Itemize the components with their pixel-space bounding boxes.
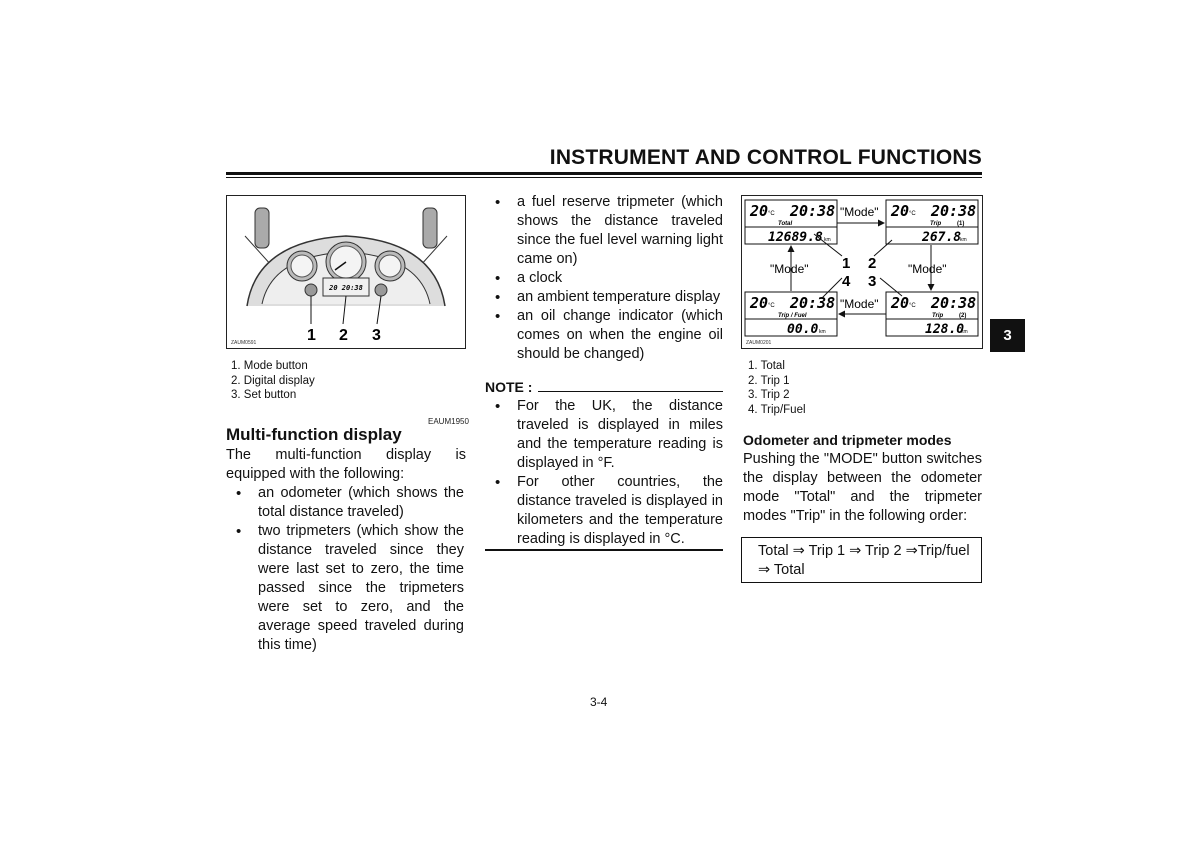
chapter-tab: 3 (990, 319, 1025, 352)
diagram-num-3: 3 (868, 273, 876, 290)
list-item: •an oil change indicator (which comes on… (495, 308, 723, 362)
temp-unit: °C (909, 303, 916, 309)
header-rule-thin (226, 177, 982, 178)
odometer-value: 12689.8 (768, 230, 823, 245)
note-list: •For the UK, the distance traveled is di… (485, 397, 723, 549)
lcd-panel-total: 20 °C 20:38 Total 12689.8 km (744, 199, 838, 245)
diagram-num-1: 1 (842, 255, 850, 272)
trip-value: 128.0 (925, 322, 964, 337)
clock-readout: 20:38 (930, 294, 976, 312)
clock-readout: 20:38 (789, 294, 835, 312)
trip-value: 267.8 (921, 230, 961, 245)
figure-right-captions: 1. Total 2. Trip 1 3. Trip 2 4. Trip/Fue… (748, 359, 806, 417)
unit-label: km (819, 329, 826, 335)
temp-unit: °C (909, 211, 916, 217)
trip-tag: (1) (957, 221, 964, 227)
figure-ref: ZAUM0591 (231, 340, 257, 346)
sequence-line: Total ⇒ Trip 1 ⇒ Trip 2 ⇒Trip/fuel (758, 543, 970, 559)
section-heading: Multi-function display (226, 425, 402, 444)
caption-item: 4. Trip/Fuel (748, 403, 806, 416)
diagram-num-2: 2 (868, 255, 876, 272)
temp-unit: °C (768, 303, 775, 309)
odometer-text: Pushing the "MODE" button switches the d… (743, 451, 982, 524)
clock-readout: 20:38 (789, 202, 835, 220)
unit-label: km (960, 237, 967, 243)
trip-fuel-value: 00.0 (787, 322, 818, 337)
feature-list-col1: •an odometer (which shows the total dist… (226, 484, 464, 655)
list-item: •two tripmeters (which show the distance… (236, 523, 464, 653)
mode-label-top: "Mode" (840, 205, 879, 219)
caption-item: 2. Digital display (231, 374, 315, 387)
sequence-line: ⇒ Total (758, 562, 805, 578)
mode-label: Total (778, 221, 792, 227)
callout-3: 3 (372, 327, 381, 344)
list-item: •For the UK, the distance traveled is di… (495, 398, 723, 471)
caption-item: 1. Total (748, 360, 785, 372)
page-number: 3-4 (590, 695, 608, 709)
mode-label: Trip / Fuel (778, 313, 807, 319)
callout-1: 1 (307, 327, 316, 344)
figure-ref: ZAUM0201 (746, 340, 772, 346)
diagram-num-4: 4 (842, 273, 851, 290)
list-item: •a clock (495, 270, 563, 287)
section-intro: The multi-function display is equipped w… (226, 447, 466, 482)
mode-sequence-box: Total ⇒ Trip 1 ⇒ Trip 2 ⇒Trip/fuel ⇒ Tot… (741, 537, 982, 583)
clock-readout: 20:38 (930, 202, 976, 220)
feature-list-col2: •a fuel reserve tripmeter (which shows t… (485, 193, 723, 364)
instrument-panel-figure: 20 20:38 1 2 3 ZAUM0591 (226, 195, 466, 349)
mode-label-bottom: "Mode" (840, 297, 879, 311)
mini-lcd-text: 20 20:38 (328, 284, 363, 292)
instrument-panel-illustration: 20 20:38 1 2 3 ZAUM0591 (231, 207, 448, 346)
note-end-rule (485, 549, 723, 551)
temp-readout: 20 (890, 294, 909, 312)
temp-readout: 20 (890, 202, 909, 220)
page-header-title: INSTRUMENT AND CONTROL FUNCTIONS (549, 146, 982, 169)
display-modes-figure: 20 °C 20:38 Total 12689.8 km 20 °C 20:38… (741, 195, 983, 349)
header-rule (226, 172, 982, 175)
note-label: NOTE : (485, 379, 533, 395)
temp-readout: 20 (749, 202, 768, 220)
display-modes-diagram: 20 °C 20:38 Total 12689.8 km 20 °C 20:38… (744, 199, 979, 346)
list-item: •an ambient temperature display (495, 289, 721, 306)
temp-unit: °C (768, 211, 775, 217)
temp-readout: 20 (749, 294, 768, 312)
caption-item: 3. Set button (231, 389, 297, 401)
mode-label-right: "Mode" (908, 262, 947, 276)
mode-label: Trip (932, 313, 944, 319)
figure-left-captions: 1. Mode button 2. Digital display 3. Set… (231, 359, 315, 403)
caption-item: 3. Trip 2 (748, 389, 790, 401)
lcd-panel-trip2: 20 °C 20:38 Trip (2) 128.0 km (885, 291, 979, 337)
mode-label-left: "Mode" (770, 262, 809, 276)
list-item: •a fuel reserve tripmeter (which shows t… (495, 194, 723, 267)
note-rule (538, 391, 723, 392)
list-item: •For other countries, the distance trave… (495, 474, 723, 547)
callout-2: 2 (339, 327, 348, 344)
unit-label: km (961, 329, 968, 335)
unit-label: km (824, 237, 831, 243)
list-item: •an odometer (which shows the total dist… (236, 485, 464, 520)
odometer-heading: Odometer and tripmeter modes (743, 432, 952, 448)
lcd-panel-tripfuel: 20 °C 20:38 Trip / Fuel 00.0 km (744, 291, 838, 337)
caption-item: 2. Trip 1 (748, 374, 790, 387)
mode-label: Trip (930, 221, 942, 227)
section-ref-code: EAUM1950 (428, 417, 469, 426)
lcd-panel-trip1: 20 °C 20:38 Trip (1) 267.8 km (885, 199, 979, 245)
caption-item: 1. Mode button (231, 360, 308, 372)
trip-tag: (2) (959, 313, 966, 319)
